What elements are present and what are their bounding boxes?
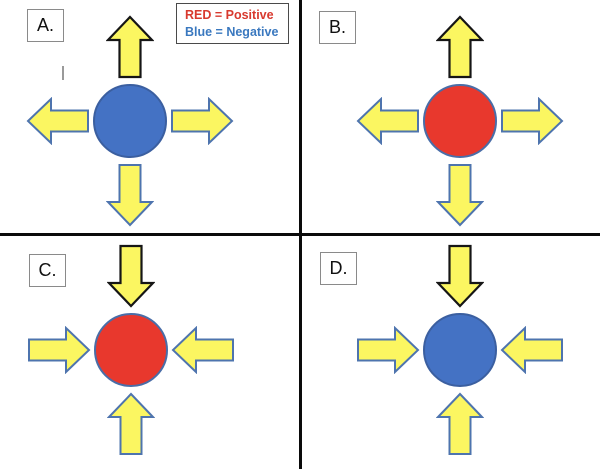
circle-red-positive <box>423 84 497 158</box>
legend-box: RED = Positive Blue = Negative <box>176 3 289 44</box>
panel-a-label-box: A. <box>27 9 64 42</box>
arrow-right-icon <box>170 97 234 145</box>
panel-c-label-box: C. <box>29 254 66 287</box>
legend-blue-negative: Blue = Negative <box>185 24 279 39</box>
arrow-left-icon <box>26 97 90 145</box>
arrow-top-icon <box>107 244 155 308</box>
arrow-top-icon <box>106 15 154 79</box>
arrow-top-icon <box>436 15 484 79</box>
arrow-bottom-icon <box>436 163 484 227</box>
arrow-right-icon <box>500 326 564 374</box>
arrow-right-icon <box>500 97 564 145</box>
circle-blue-negative <box>93 84 167 158</box>
panel-a-label: A. <box>36 15 54 35</box>
panel-b-label: B. <box>328 17 346 37</box>
panel-a: A. RED = Positive Blue = Negative <box>0 0 300 233</box>
panel-c-label: C. <box>38 260 57 280</box>
panel-b: B. <box>302 0 600 233</box>
panel-d-label-box: D. <box>320 252 357 285</box>
arrow-left-icon <box>27 326 91 374</box>
circle-blue-negative <box>423 313 497 387</box>
arrow-bottom-icon <box>436 392 484 456</box>
panel-d-label: D. <box>329 258 348 278</box>
panel-b-label-box: B. <box>319 11 356 44</box>
circle-red-positive <box>94 313 168 387</box>
arrow-right-icon <box>171 326 235 374</box>
arrow-bottom-icon <box>106 163 154 227</box>
panel-d: D. <box>302 236 600 469</box>
arrow-bottom-icon <box>107 392 155 456</box>
stray-cursor-mark <box>62 66 64 80</box>
arrow-left-icon <box>356 326 420 374</box>
arrow-top-icon <box>436 244 484 308</box>
horizontal-divider-line <box>0 233 600 236</box>
panel-c: C. <box>0 236 300 469</box>
legend-red-positive: RED = Positive <box>185 8 274 23</box>
arrow-left-icon <box>356 97 420 145</box>
